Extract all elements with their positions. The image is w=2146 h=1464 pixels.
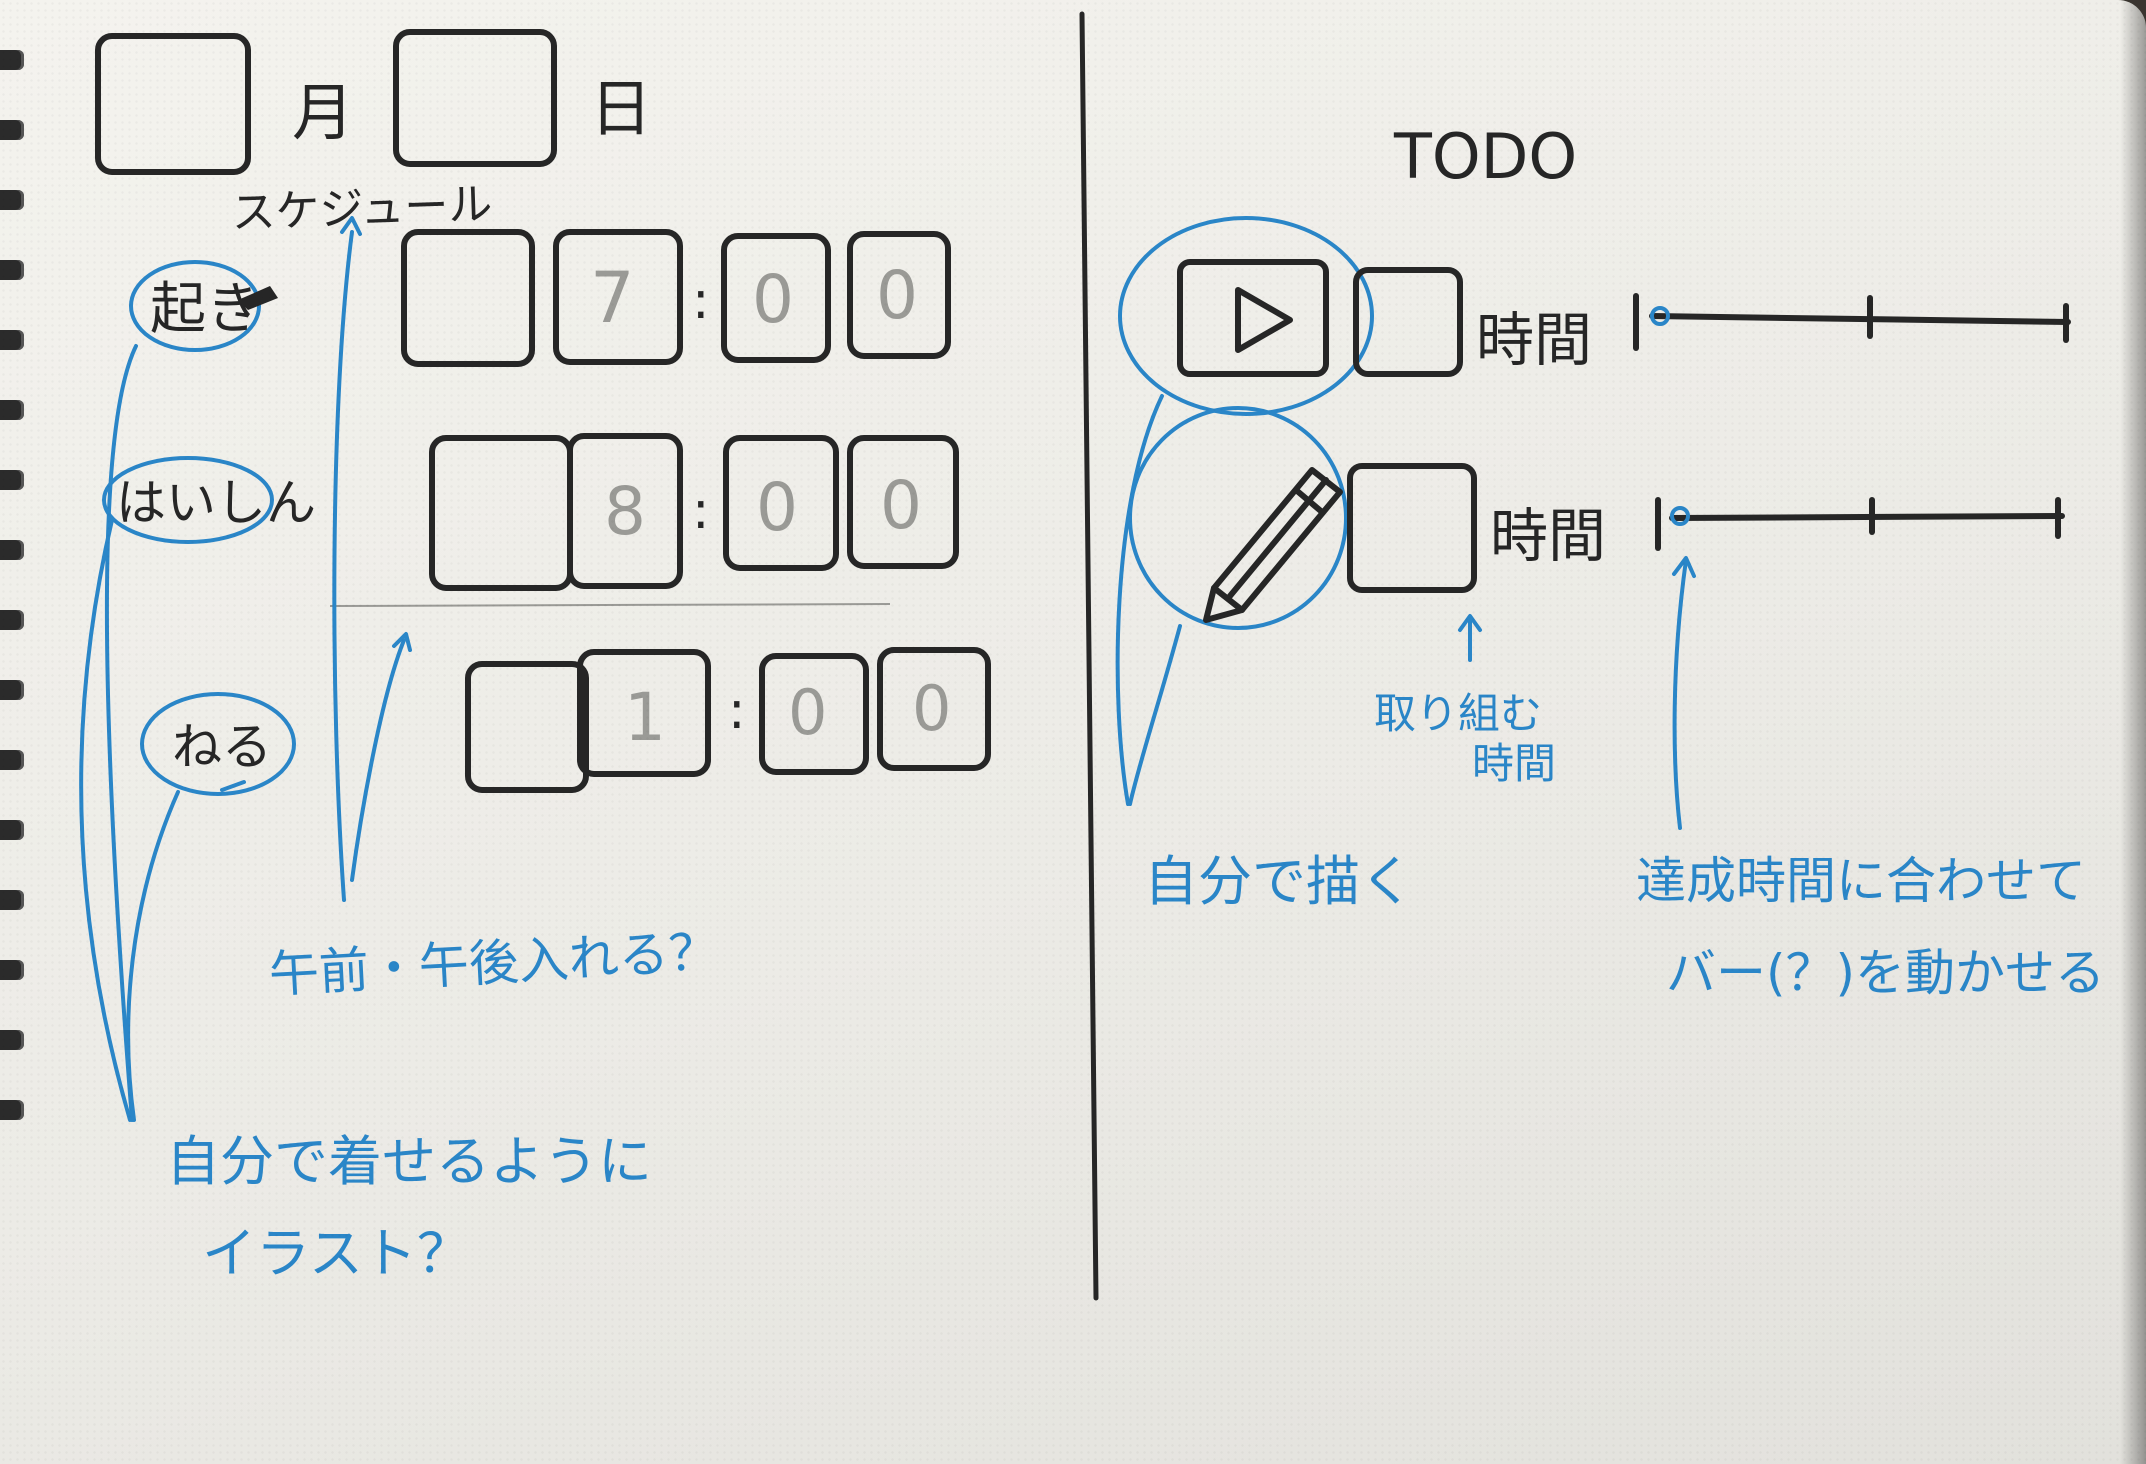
page-divider xyxy=(1079,11,1099,1301)
day-label: 日 xyxy=(590,72,652,145)
wake-separator: : xyxy=(692,271,710,331)
schedule-heading: スケジュール xyxy=(231,179,494,239)
month-label: 月 xyxy=(292,76,354,149)
sleep-digit-4: 0 xyxy=(912,672,951,745)
sleep-digit-box-3[interactable] xyxy=(759,653,869,775)
bar-note-line2: バー(？)を動かせる xyxy=(1666,944,2105,1002)
stream-separator: : xyxy=(692,481,710,541)
wake-label: 起き xyxy=(150,277,262,342)
sleep-label-circle xyxy=(140,692,296,796)
sleep-digit-2: 1 xyxy=(624,679,666,756)
stream-digit-box-2[interactable] xyxy=(567,433,683,589)
date-header: 月 日 スケジュール xyxy=(95,29,652,239)
left-annotation-curves xyxy=(79,216,412,1122)
todo-item-drawing: 時間 xyxy=(1128,406,2065,630)
wake-digit-box-4[interactable] xyxy=(847,231,951,359)
sleep-digit-box-4[interactable] xyxy=(877,647,991,771)
sleep-digit-box-1[interactable] xyxy=(465,661,589,793)
stream-digit-box-4[interactable] xyxy=(847,435,959,569)
wake-digit-4: 0 xyxy=(876,257,918,334)
illustration-note-line2: イラスト？ xyxy=(202,1222,471,1285)
draw-yourself-note: 自分で描く xyxy=(1144,850,1414,913)
ampm-note: 午前・午後入れる？ xyxy=(268,923,720,1004)
right-annotation-curves xyxy=(1115,394,1696,830)
wake-digit-box-2[interactable] xyxy=(553,229,683,365)
drawing-time-label: 時間 xyxy=(1490,502,1606,570)
wake-digit-box-3[interactable] xyxy=(721,233,831,363)
sleep-digit-box-2[interactable] xyxy=(577,649,711,777)
schedule-row-wake: 起き 7 : 0 0 xyxy=(129,229,951,367)
drawing-progress-handle[interactable] xyxy=(1670,506,1690,526)
video-progress-slider[interactable] xyxy=(1633,293,2071,351)
sleep-separator: : xyxy=(728,681,746,741)
drawing-icon-circle xyxy=(1128,406,1348,630)
month-box[interactable] xyxy=(95,33,251,175)
working-time-note-line2: 時間 xyxy=(1472,739,1556,788)
pencil-icon[interactable] xyxy=(1203,467,1343,623)
drawing-time-box[interactable] xyxy=(1347,463,1477,593)
stream-label-circle xyxy=(102,456,274,544)
illustration-note-line1: 自分で着せるように xyxy=(166,1130,652,1193)
stream-digit-4: 0 xyxy=(880,467,922,544)
stream-label: はいしん xyxy=(116,474,316,532)
sleep-digit-3: 0 xyxy=(788,676,827,749)
video-icon-circle xyxy=(1118,216,1374,416)
play-icon[interactable] xyxy=(1177,259,1329,377)
stream-digit-box-3[interactable] xyxy=(723,435,839,571)
day-box[interactable] xyxy=(393,29,557,167)
stream-digit-box-1[interactable] xyxy=(429,435,573,591)
page-edge-shadow xyxy=(2120,0,2146,1464)
pencil-guide-line xyxy=(329,603,891,607)
video-progress-handle[interactable] xyxy=(1650,306,1670,326)
video-time-label: 時間 xyxy=(1476,306,1592,374)
video-time-box[interactable] xyxy=(1353,267,1463,377)
bar-note-line1: 達成時間に合わせて xyxy=(1636,852,2086,910)
schedule-row-stream: はいしん 8 : 0 0 xyxy=(102,433,959,607)
sleep-label: ねる xyxy=(172,718,272,776)
stream-digit-3: 0 xyxy=(756,469,798,546)
stream-digit-2: 8 xyxy=(604,473,646,550)
wake-scribble xyxy=(238,286,278,310)
wake-digit-2: 7 xyxy=(590,257,635,339)
drawing-progress-slider[interactable] xyxy=(1655,497,2065,551)
working-time-note-line1: 取り組む xyxy=(1374,689,1542,738)
schedule-row-sleep: ねる 1 : 0 0 xyxy=(140,647,991,796)
wake-digit-box-1[interactable] xyxy=(401,229,535,367)
todo-item-video: 時間 xyxy=(1118,216,2071,416)
wake-label-circle xyxy=(129,260,261,352)
wake-digit-3: 0 xyxy=(752,261,794,338)
todo-title: TODO xyxy=(1393,120,1577,193)
